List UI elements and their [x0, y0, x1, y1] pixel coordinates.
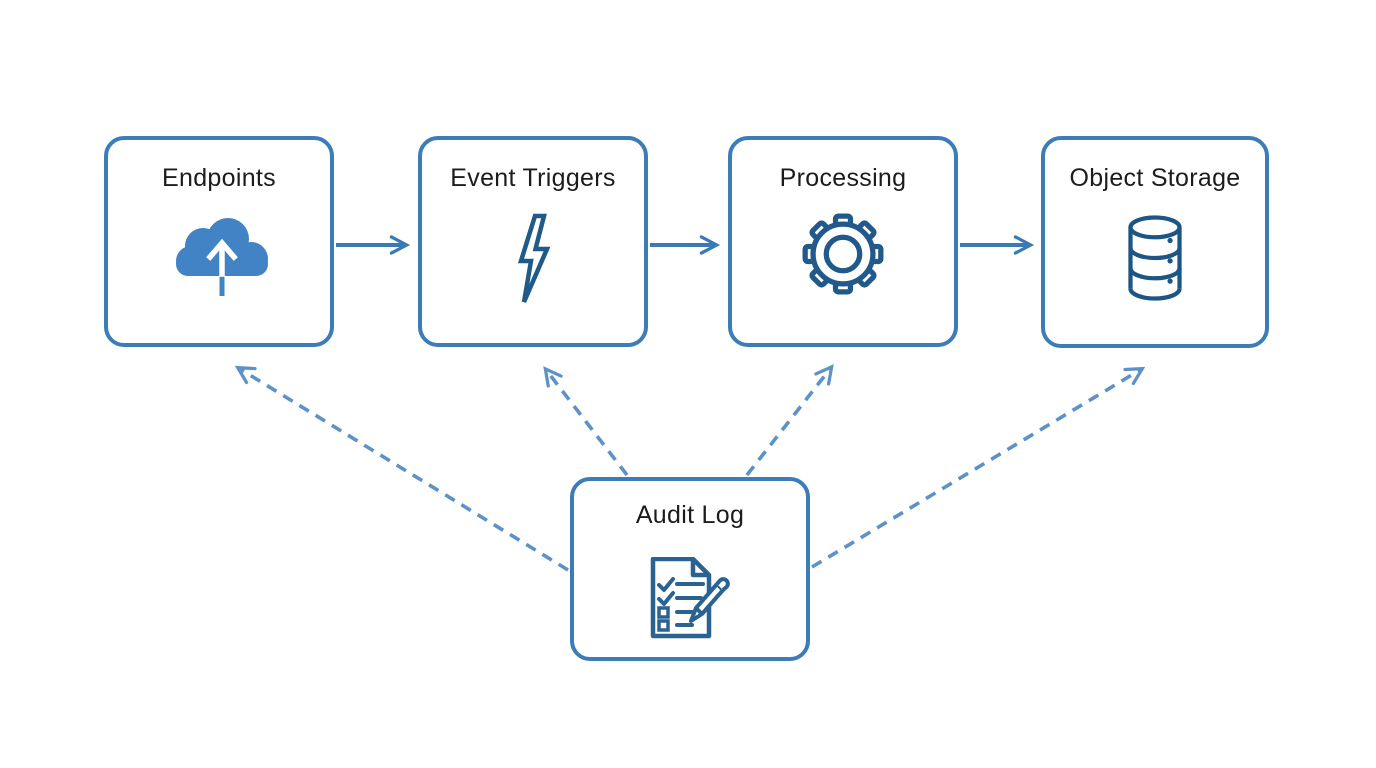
node-label-processing: Processing [779, 164, 907, 192]
checklist-pencil-icon [650, 557, 730, 639]
edge-audit-log-to-processing [745, 364, 834, 477]
edge-audit-log-to-event-triggers [543, 366, 629, 477]
node-object-storage: Object Storage [1041, 136, 1269, 348]
node-label-object-storage: Object Storage [1069, 164, 1241, 192]
node-event-triggers: Event Triggers [418, 136, 648, 347]
node-endpoints: Endpoints [104, 136, 334, 347]
edge-audit-log-to-object-storage [811, 366, 1146, 569]
node-label-audit-log: Audit Log [635, 501, 745, 529]
gear-icon [802, 213, 884, 295]
edge-audit-log-to-endpoints [234, 365, 569, 572]
node-processing: Processing [728, 136, 958, 347]
node-label-event-triggers: Event Triggers [450, 164, 616, 192]
cloud-upload-icon [176, 218, 268, 296]
database-icon [1128, 215, 1182, 301]
lightning-bolt-icon [517, 213, 551, 303]
node-audit-log: Audit Log [570, 477, 810, 661]
node-label-endpoints: Endpoints [162, 164, 276, 192]
